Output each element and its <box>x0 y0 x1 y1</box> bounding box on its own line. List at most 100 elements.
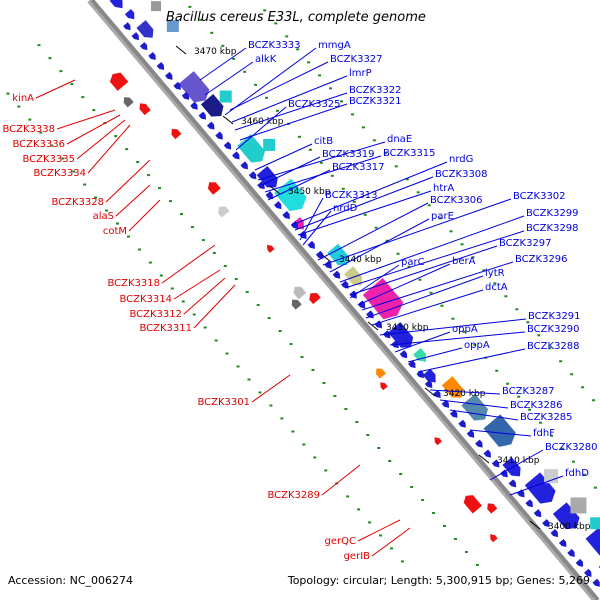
track-dot <box>322 382 326 385</box>
forward-leader-38 <box>489 449 544 481</box>
track-dot <box>94 196 98 199</box>
forward-box-7 <box>590 517 600 530</box>
track-dot <box>126 235 130 238</box>
reverse-gene-0 <box>109 72 129 91</box>
track-dot <box>199 18 203 21</box>
track-dot <box>432 511 436 514</box>
forward-label-BCZK3321: BCZK3321 <box>349 96 402 107</box>
track-dot <box>136 161 140 164</box>
track-dot <box>92 109 96 112</box>
forward-leader-30 <box>389 331 526 346</box>
forward-leader-12 <box>267 169 331 201</box>
track-dot <box>374 226 378 229</box>
forward-leader-9 <box>257 141 386 181</box>
forward-label-berA: berA <box>452 256 476 267</box>
track-dot <box>537 334 541 337</box>
genome-title: Bacillus cereus E33L, complete genome <box>166 10 426 25</box>
forward-leader-15 <box>297 190 432 236</box>
forward-arrow <box>223 141 232 150</box>
track-dot <box>528 408 532 411</box>
track-dot <box>137 248 141 251</box>
tick-label-7: 3400 kbp <box>548 522 591 532</box>
forward-gene-4 <box>200 94 224 117</box>
forward-arrow <box>508 479 517 488</box>
forward-gene-20 <box>552 502 580 530</box>
track-dot <box>28 118 32 121</box>
track-dot <box>81 96 85 99</box>
track-dot <box>495 369 499 372</box>
forward-leader-21 <box>339 215 525 283</box>
forward-leader-3 <box>229 61 329 111</box>
forward-label-BCZK3286: BCZK3286 <box>510 400 563 411</box>
reverse-leader-13 <box>321 464 361 496</box>
track-dot <box>593 486 597 489</box>
track-dot <box>324 469 328 472</box>
forward-leader-6 <box>239 103 348 141</box>
forward-leader-18 <box>317 202 429 261</box>
reverse-label-BCZK3311: BCZK3311 <box>139 323 192 334</box>
forward-arrow <box>424 379 433 389</box>
forward-leader-17 <box>302 210 332 246</box>
forward-arrow <box>525 499 533 508</box>
track-dot <box>506 382 510 385</box>
forward-arrow <box>475 439 483 448</box>
reverse-label-BCZK3334: BCZK3334 <box>33 168 86 179</box>
track-dot <box>352 200 356 203</box>
forward-label-BCZK3291: BCZK3291 <box>528 311 581 322</box>
forward-arrow <box>198 111 207 120</box>
reverse-label-kinA: kinA <box>12 93 34 104</box>
track-dot <box>170 287 174 290</box>
track-dot <box>372 139 376 142</box>
track-dot <box>427 204 431 207</box>
track-dot <box>389 547 393 550</box>
track-dot <box>410 485 414 488</box>
track-dot <box>550 434 554 437</box>
track-dot <box>482 269 486 272</box>
track-dot <box>308 148 312 151</box>
forward-label-oppA: oppA <box>452 324 478 335</box>
forward-gene-11 <box>362 278 404 320</box>
forward-box-5 <box>544 469 559 484</box>
track-dot <box>582 473 586 476</box>
track-dot <box>451 317 455 320</box>
reverse-label-BCZK3289: BCZK3289 <box>267 490 320 501</box>
forward-label-BCZK3313: BCZK3313 <box>325 190 378 201</box>
reverse-gene-13 <box>463 495 482 514</box>
track-dot <box>333 395 337 398</box>
reverse-label-BCZK3335: BCZK3335 <box>22 154 75 165</box>
reverse-leader-3 <box>76 119 126 160</box>
forward-arrow <box>240 161 248 170</box>
track-dot <box>83 183 87 186</box>
reverse-gene-12 <box>434 437 442 446</box>
reverse-label-alaS: alaS <box>93 211 114 222</box>
forward-leader-34 <box>429 389 501 395</box>
tick-mark-5 <box>424 387 436 397</box>
forward-box-2 <box>166 20 179 33</box>
track-dot <box>188 5 192 8</box>
track-dot <box>560 447 564 450</box>
forward-arrow <box>567 548 575 557</box>
track-dot <box>539 421 543 424</box>
track-dot <box>405 178 409 181</box>
forward-arrow <box>584 568 592 577</box>
forward-box-6 <box>570 497 587 514</box>
reverse-leader-0 <box>35 79 76 99</box>
track-dot <box>265 96 269 99</box>
forward-label-BCZK3280: BCZK3280 <box>545 442 598 453</box>
track-dot <box>346 495 350 498</box>
forward-box-4 <box>263 138 276 151</box>
forward-leader-24 <box>349 264 400 299</box>
forward-leader-37 <box>469 429 532 437</box>
reverse-label-BCZK3312: BCZK3312 <box>129 309 182 320</box>
forward-leader-22 <box>344 230 525 289</box>
tick-mark-0 <box>175 45 187 55</box>
forward-label-BCZK3315: BCZK3315 <box>383 148 436 159</box>
track-dot <box>363 213 367 216</box>
forward-leader-20 <box>329 218 430 273</box>
track-dot <box>449 230 453 233</box>
track-dot <box>234 278 238 281</box>
forward-gene-12 <box>388 322 414 348</box>
forward-leader-13 <box>291 161 448 226</box>
reverse-leader-15 <box>371 527 411 557</box>
reverse-label-gerIB: gerIB <box>344 551 371 562</box>
